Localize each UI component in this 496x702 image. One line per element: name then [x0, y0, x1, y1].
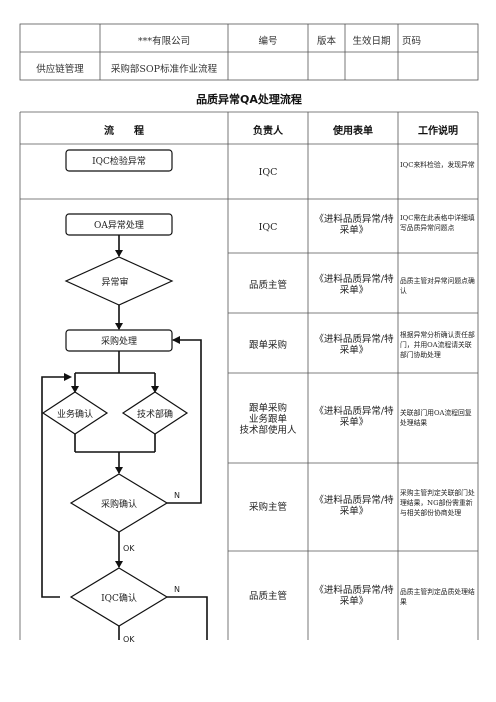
- col-description: 工作说明: [418, 126, 458, 137]
- row-6-form: 《进料品质异常/特采单》: [314, 585, 394, 607]
- iqc-inspect-label: IQC检验异常: [92, 155, 146, 167]
- col-owner: 负责人: [253, 126, 283, 137]
- row-1-form: 《进料品质异常/特采单》: [314, 214, 394, 236]
- effective-date-label: 生效日期: [352, 36, 391, 47]
- col-flow: 流 程: [104, 126, 144, 137]
- row-2-form: 《进料品质异常/特采单》: [314, 274, 394, 296]
- row-1-owner: IQC: [258, 222, 278, 233]
- row-3-desc: 根据异常分析确认责任部门，并用OA流程请关联部门协助处理: [400, 331, 475, 359]
- tech-dept-label: 技术部确: [137, 408, 173, 420]
- iqc-confirm-label: IQC确认: [101, 592, 137, 604]
- number-label: 编号: [258, 36, 278, 47]
- row-5-owner: 采购主管: [248, 502, 287, 513]
- row-0-desc: IQC来料检验，发现异常: [400, 161, 475, 169]
- n-label-1: N: [174, 491, 180, 500]
- purchase-handle-label: 采购处理: [101, 335, 137, 347]
- department-name: 供应链管理: [36, 64, 84, 75]
- row-6-owner: 品质主管: [248, 591, 287, 602]
- col-form: 使用表单: [333, 126, 373, 137]
- row-1-desc: IQC需在此表格中详细填写品质异常问题点: [400, 214, 475, 232]
- version-label: 版本: [316, 36, 336, 47]
- oa-handle-label: OA异常处理: [94, 219, 144, 231]
- row-6-desc: 品质主管判定品质处理结果: [400, 588, 475, 606]
- row-0-owner: IQC: [258, 167, 278, 178]
- ok-label-2: OK: [123, 635, 135, 644]
- page-title: 品质异常QA处理流程: [196, 93, 302, 106]
- row-3-owner: 跟单采购: [248, 340, 287, 351]
- row-5-form: 《进料品质异常/特采单》: [314, 495, 394, 517]
- purchase-confirm-label: 采购确认: [101, 498, 137, 510]
- ok-label-1: OK: [123, 544, 135, 553]
- row-4-owner: 跟单采购 业务跟单 技术部使用人: [239, 403, 297, 436]
- row-5-desc: 采购主管判定关联部门处理结果，NG部份需重新与相关部份协商处理: [400, 489, 475, 517]
- row-4-desc: 关联部门用OA流程回复处理结果: [400, 409, 472, 427]
- business-confirm-label: 业务确认: [57, 408, 93, 420]
- row-2-owner: 品质主管: [248, 280, 287, 291]
- page-label: 页码: [402, 36, 422, 47]
- abnormal-review-label: 异常审: [101, 276, 128, 288]
- row-3-form: 《进料品质异常/特采单》: [314, 334, 394, 356]
- iqc-inspect-box: [65, 149, 173, 172]
- n-label-2: N: [174, 585, 180, 594]
- company-name: ***有限公司: [137, 36, 191, 47]
- row-4-form: 《进料品质异常/特采单》: [314, 406, 394, 428]
- row-2-desc: 品质主管对异常问题点确认: [400, 277, 475, 295]
- document-name: 采购部SOP标准作业流程: [110, 64, 218, 75]
